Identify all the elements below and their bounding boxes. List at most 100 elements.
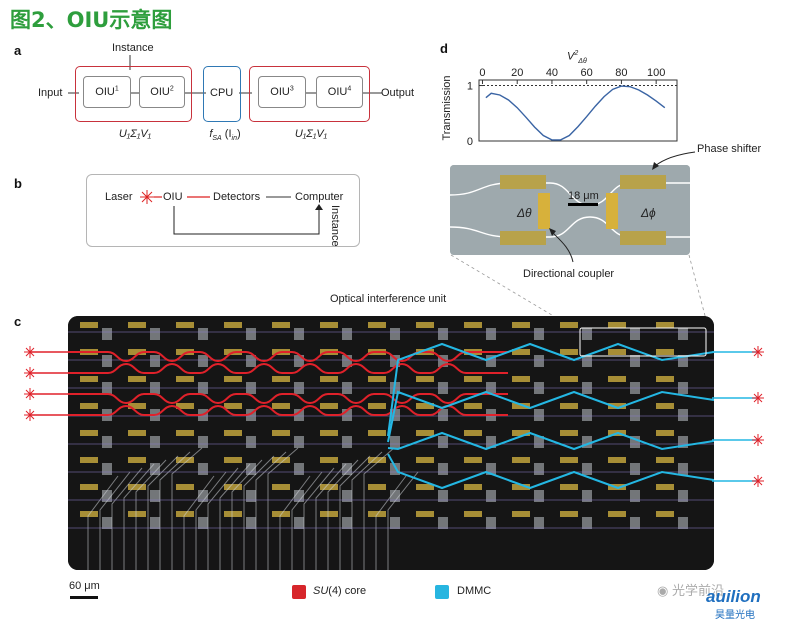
cell-pad	[102, 463, 112, 475]
cell-pad	[102, 355, 112, 367]
dmmc-waveguide	[387, 342, 714, 437]
heater-pad	[368, 484, 386, 490]
legend-su4-label: SU(4) core	[313, 585, 366, 597]
star-stroke	[753, 393, 763, 403]
cell-pad	[438, 355, 448, 367]
heater-pad	[416, 457, 434, 463]
heater-pad	[416, 403, 434, 409]
heater-pad	[512, 430, 530, 436]
phase-shifter-label: Phase shifter	[697, 143, 762, 155]
cell-pad	[678, 517, 688, 529]
oiu3-text: OIU	[270, 86, 290, 98]
x-tick-label: 80	[615, 67, 627, 79]
heater-pad	[80, 376, 98, 382]
laser-label: Laser	[105, 191, 133, 203]
heater-pad	[464, 457, 482, 463]
su4-waveguide	[68, 393, 508, 405]
heater-pad	[320, 376, 338, 382]
heater-pad	[128, 511, 146, 517]
caption-mid-argsub: in	[231, 135, 237, 143]
cell-pad	[390, 328, 400, 340]
cell-pad	[246, 490, 256, 502]
star-stroke	[25, 389, 35, 399]
wire-trace	[123, 463, 155, 570]
cell-pad	[390, 436, 400, 448]
cell-pad	[246, 436, 256, 448]
heater-pad	[608, 322, 626, 328]
y-tick-label: 0	[467, 136, 473, 148]
heater-pad	[464, 484, 482, 490]
heater-pad	[176, 484, 194, 490]
arrow-coupler-icon	[549, 228, 556, 236]
legend-swatch-dmmc	[435, 585, 449, 599]
cell-pad	[342, 436, 352, 448]
x-title-sup: 2	[574, 50, 579, 57]
x-tick-label: 60	[581, 67, 593, 79]
oiu4-sup: 4	[347, 85, 352, 93]
scale-bar	[70, 596, 98, 599]
heater-pad	[320, 511, 338, 517]
cell-pad	[486, 517, 496, 529]
cell-pad	[294, 328, 304, 340]
chart-frame	[478, 79, 678, 142]
cell-pad	[102, 490, 112, 502]
cell-pad	[630, 463, 640, 475]
panel-c-label: c	[14, 314, 22, 329]
oiu1-block: OIU1	[83, 76, 131, 108]
cell-pad	[438, 490, 448, 502]
instance-box-left	[75, 66, 192, 122]
heater-pad	[224, 376, 242, 382]
detector-star-icon	[752, 434, 764, 446]
heater-pad	[272, 376, 290, 382]
cell-pad	[150, 355, 160, 367]
cell-pad	[678, 463, 688, 475]
cpu-label: CPU	[210, 87, 234, 99]
heater-pad	[80, 457, 98, 463]
cell-pad	[342, 355, 352, 367]
heater-pad	[80, 403, 98, 409]
heater-pad	[224, 322, 242, 328]
cell-pad	[102, 328, 112, 340]
oiu-label: OIU	[163, 191, 183, 203]
cell-pad	[678, 355, 688, 367]
cell-pad	[534, 490, 544, 502]
cell-pad	[582, 517, 592, 529]
cell-pad	[630, 355, 640, 367]
dmmc-waveguide	[387, 390, 714, 443]
cell-pad	[342, 409, 352, 421]
legend-su4-italic: SU	[313, 585, 329, 597]
wechat-text: 光学前沿	[671, 583, 724, 598]
heater-pad	[656, 349, 674, 355]
wire-trace	[99, 471, 131, 570]
heater-pad	[560, 349, 578, 355]
heater-pad	[128, 457, 146, 463]
star-stroke	[25, 347, 35, 357]
heater-pad	[176, 349, 194, 355]
cell-pad	[582, 355, 592, 367]
legend-swatch-su4	[292, 585, 306, 599]
cell-pad	[246, 355, 256, 367]
heater-pad	[224, 430, 242, 436]
heater-pad	[368, 457, 386, 463]
caption-mid-arg: (I	[224, 128, 232, 140]
cell-pad	[486, 490, 496, 502]
heater-pad	[608, 403, 626, 409]
cell-pad	[246, 517, 256, 529]
heater-pad	[608, 457, 626, 463]
cell-pad	[102, 436, 112, 448]
heater-pad	[608, 349, 626, 355]
star-stroke	[753, 435, 763, 445]
heater-pad	[560, 376, 578, 382]
oiu2-text: OIU	[150, 86, 170, 98]
heater-pad	[656, 322, 674, 328]
heater-pad	[368, 430, 386, 436]
heater-pad	[320, 484, 338, 490]
heater-pad	[464, 430, 482, 436]
instance-label: Instance	[112, 42, 154, 54]
delta-theta-label: Δθ	[517, 206, 532, 220]
figure-title: 图2、OIU示意图	[10, 8, 173, 32]
wire-trace	[291, 471, 323, 570]
heater-pad	[368, 403, 386, 409]
cell-pad	[198, 490, 208, 502]
